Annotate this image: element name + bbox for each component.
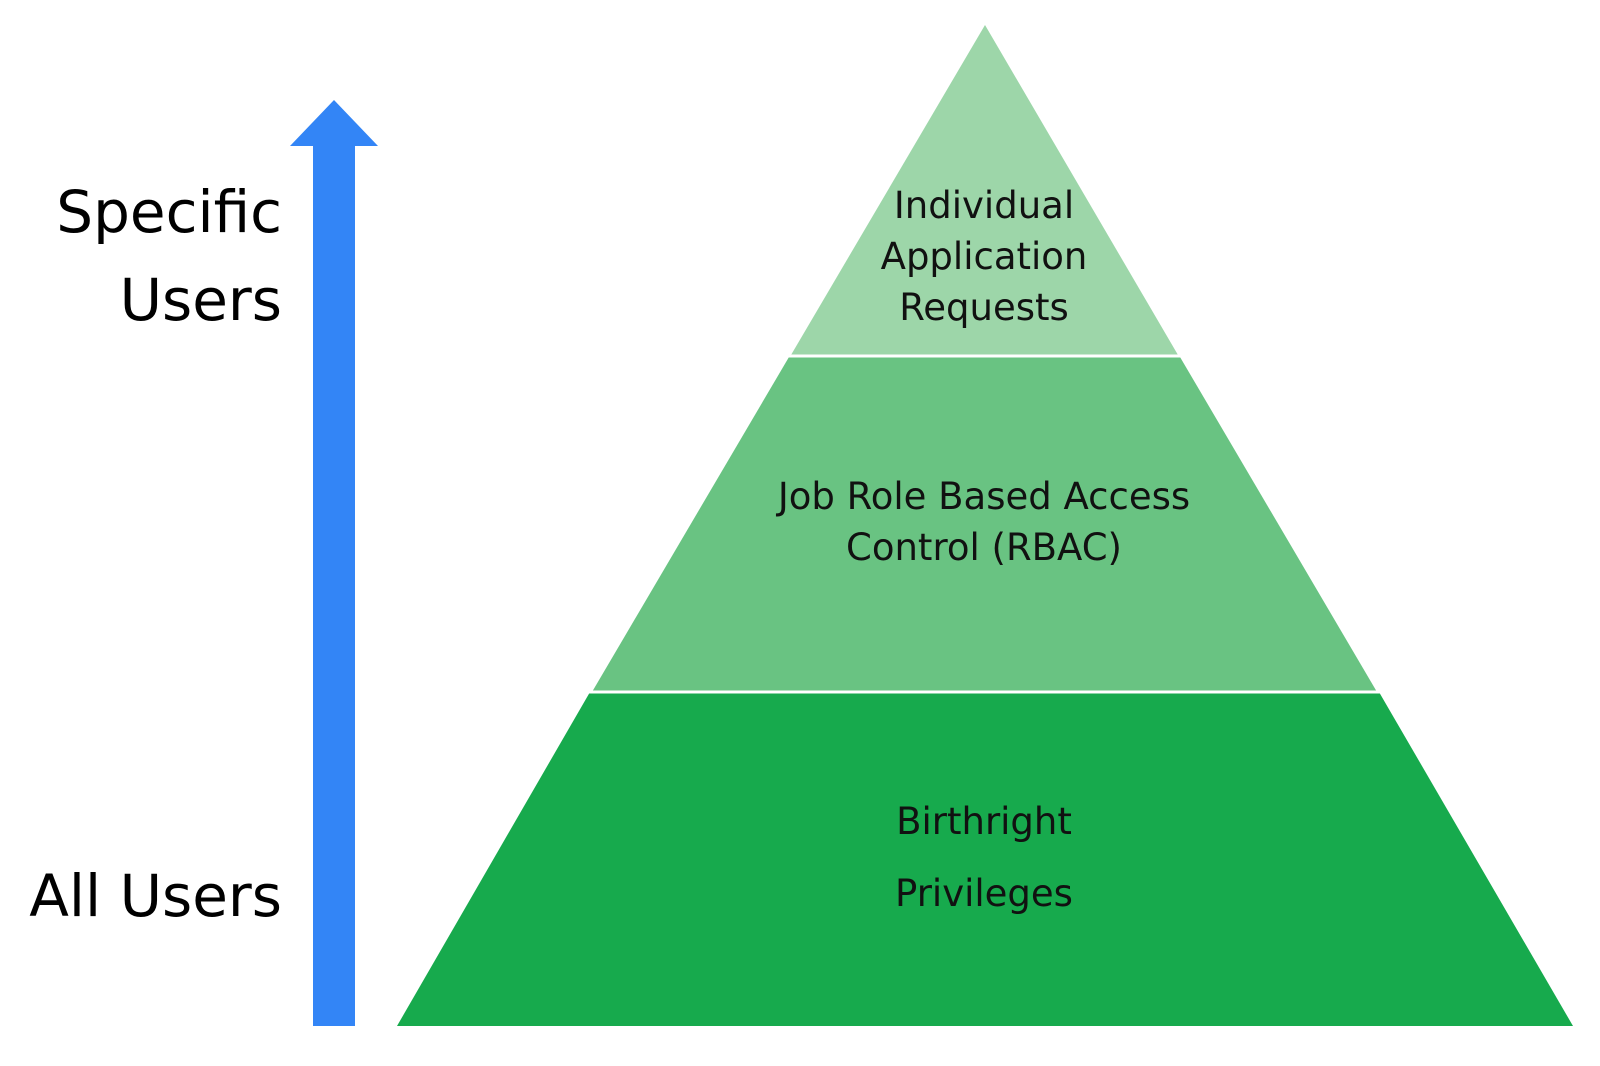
- axis-label-all-users: All Users: [29, 852, 282, 940]
- tier-label-line: Privileges: [895, 872, 1073, 915]
- axis-label-line: All Users: [29, 862, 282, 930]
- axis-label-line: Specific: [56, 178, 282, 246]
- pyramid-tier-top: [791, 25, 1178, 355]
- tier-label-line: Job Role Based Access: [777, 475, 1191, 518]
- tier-label-line: Requests: [899, 286, 1069, 329]
- axis-label-specific-users: Specific Users: [56, 168, 282, 344]
- tier-label-line: Control (RBAC): [846, 526, 1122, 569]
- tier-top-label: Individual Application Requests: [881, 180, 1088, 333]
- tier-label-line: Individual: [893, 184, 1075, 227]
- pyramid-tier-middle: [592, 357, 1377, 692]
- tier-bottom-label: Birthright Privileges: [895, 786, 1073, 930]
- tier-middle-label: Job Role Based Access Control (RBAC): [778, 471, 1190, 573]
- tier-label-line: Birthright: [896, 800, 1072, 843]
- arrow-up-head: [290, 100, 378, 146]
- axis-label-line: Users: [119, 266, 282, 334]
- tier-label-line: Application: [880, 235, 1088, 278]
- arrow-up-shaft: [313, 146, 355, 1026]
- pyramid-tier-bottom: [397, 692, 1573, 1026]
